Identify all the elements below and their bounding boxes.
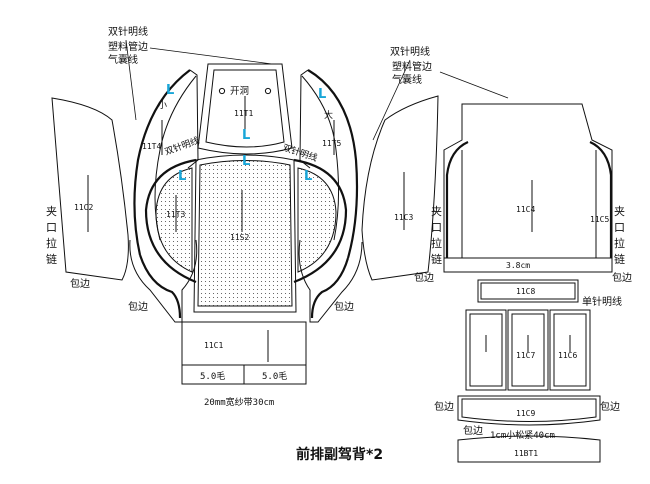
piece-left-block (465, 309, 507, 391)
piece-11s2 (193, 154, 297, 313)
svg-text:链: 链 (431, 252, 442, 266)
code-11c6: 11C6 (558, 351, 577, 360)
label-gauze-tape: 20mm宽纱带30cm (204, 396, 274, 408)
piece-11c7 (507, 309, 549, 391)
svg-text:拉: 拉 (431, 236, 442, 250)
svg-text:拉: 拉 (46, 236, 57, 250)
marker-l-t6: L (304, 169, 312, 184)
code-11bt1: 11BT1 (514, 449, 538, 458)
callout-left-3: 气囊线 (108, 53, 138, 66)
label-elastic: 1cm小松紧40cm (490, 429, 555, 441)
label-c1-right: 5.0毛 (262, 370, 287, 382)
code-11t3: 11T3 (166, 210, 185, 219)
piece-left-wing (129, 239, 198, 323)
piece-11c9 (457, 395, 601, 426)
label-c4-strip: 3.8cm (506, 261, 530, 270)
svg-text:链: 链 (614, 252, 625, 266)
piece-11t1 (197, 63, 293, 155)
svg-text:夹: 夹 (614, 205, 625, 218)
piece-11c2 (51, 97, 129, 281)
label-t4-size: 小 (158, 100, 167, 111)
code-11c7: 11C7 (516, 351, 535, 360)
svg-text:口: 口 (614, 221, 625, 234)
label-c1-left: 5.0毛 (200, 370, 225, 382)
svg-text:口: 口 (46, 221, 57, 234)
code-11t5: 11T5 (322, 139, 341, 148)
callout-right-2: 塑料管边 (392, 60, 432, 73)
callout-left-1: 双针明线 (108, 25, 148, 38)
code-11c4: 11C4 (516, 205, 535, 214)
callout-left-2: 塑料管边 (108, 40, 148, 53)
piece-11t3 (144, 158, 197, 284)
label-binding-c5: 包边 (612, 271, 632, 284)
piece-c4-left-side (445, 140, 469, 258)
diagram-title: 前排副驾背*2 (296, 446, 383, 463)
svg-text:夹: 夹 (431, 205, 442, 218)
label-binding-left-wing: 包边 (128, 300, 148, 313)
svg-text:链: 链 (46, 252, 57, 266)
code-11c3: 11C3 (394, 213, 413, 222)
label-zipper-c5: 夹 口 拉 链 (614, 205, 625, 266)
svg-text:拉: 拉 (614, 236, 625, 250)
code-11s2: 11S2 (230, 233, 249, 242)
piece-11bt1 (457, 435, 601, 463)
piece-11c1 (181, 321, 307, 385)
code-11c2: 11C2 (74, 203, 93, 212)
piece-11c6 (549, 309, 591, 391)
piece-11c3 (361, 95, 439, 281)
callout-left-text: 双针明线 塑料管边 气囊线 (108, 25, 148, 66)
callout-left-leaders (125, 39, 273, 121)
marker-l-t3: L (178, 169, 186, 184)
code-11c9: 11C9 (516, 409, 535, 418)
marker-l-s2: L (242, 154, 250, 169)
label-binding-c9-right: 包边 (600, 400, 620, 413)
marker-l-t4: L (166, 83, 174, 98)
label-binding-c9-left: 包边 (434, 400, 454, 413)
piece-11c8 (477, 279, 579, 303)
piece-11c4 (443, 103, 613, 273)
label-zipper-c3: 夹 口 拉 链 (431, 205, 442, 266)
code-11t1: 11T1 (234, 109, 253, 118)
label-binding-c3: 包边 (414, 271, 434, 284)
code-11c5: 11C5 (590, 215, 609, 224)
piece-11t5 (299, 69, 359, 259)
label-binding-bt1: 包边 (463, 424, 483, 437)
callout-right-3: 气囊线 (392, 73, 422, 86)
svg-text:口: 口 (431, 221, 442, 234)
callout-right-leaders (372, 59, 509, 141)
marker-l-t1: L (242, 128, 250, 143)
callout-right-text: 双针明线 塑料管边 气囊线 (390, 45, 432, 86)
code-11t4: 11T4 (142, 142, 161, 151)
piece-11t6 (293, 158, 348, 284)
code-11c1: 11C1 (204, 341, 223, 350)
label-binding-c2: 包边 (70, 277, 90, 290)
label-double-stitch-left: 双针明线 (163, 134, 201, 158)
label-t5-size: 大 (324, 109, 333, 121)
label-binding-right-wing: 包边 (334, 300, 354, 313)
callout-right-1: 双针明线 (390, 45, 430, 58)
label-t1-hole: 开洞 (230, 86, 249, 97)
svg-text:夹: 夹 (46, 205, 57, 218)
label-zipper-left: 夹 口 拉 链 (46, 205, 57, 266)
label-single-stitch: 单针明线 (582, 295, 622, 308)
piece-11c5 (589, 140, 613, 258)
marker-l-t5: L (318, 87, 326, 102)
code-11c8: 11C8 (516, 287, 535, 296)
